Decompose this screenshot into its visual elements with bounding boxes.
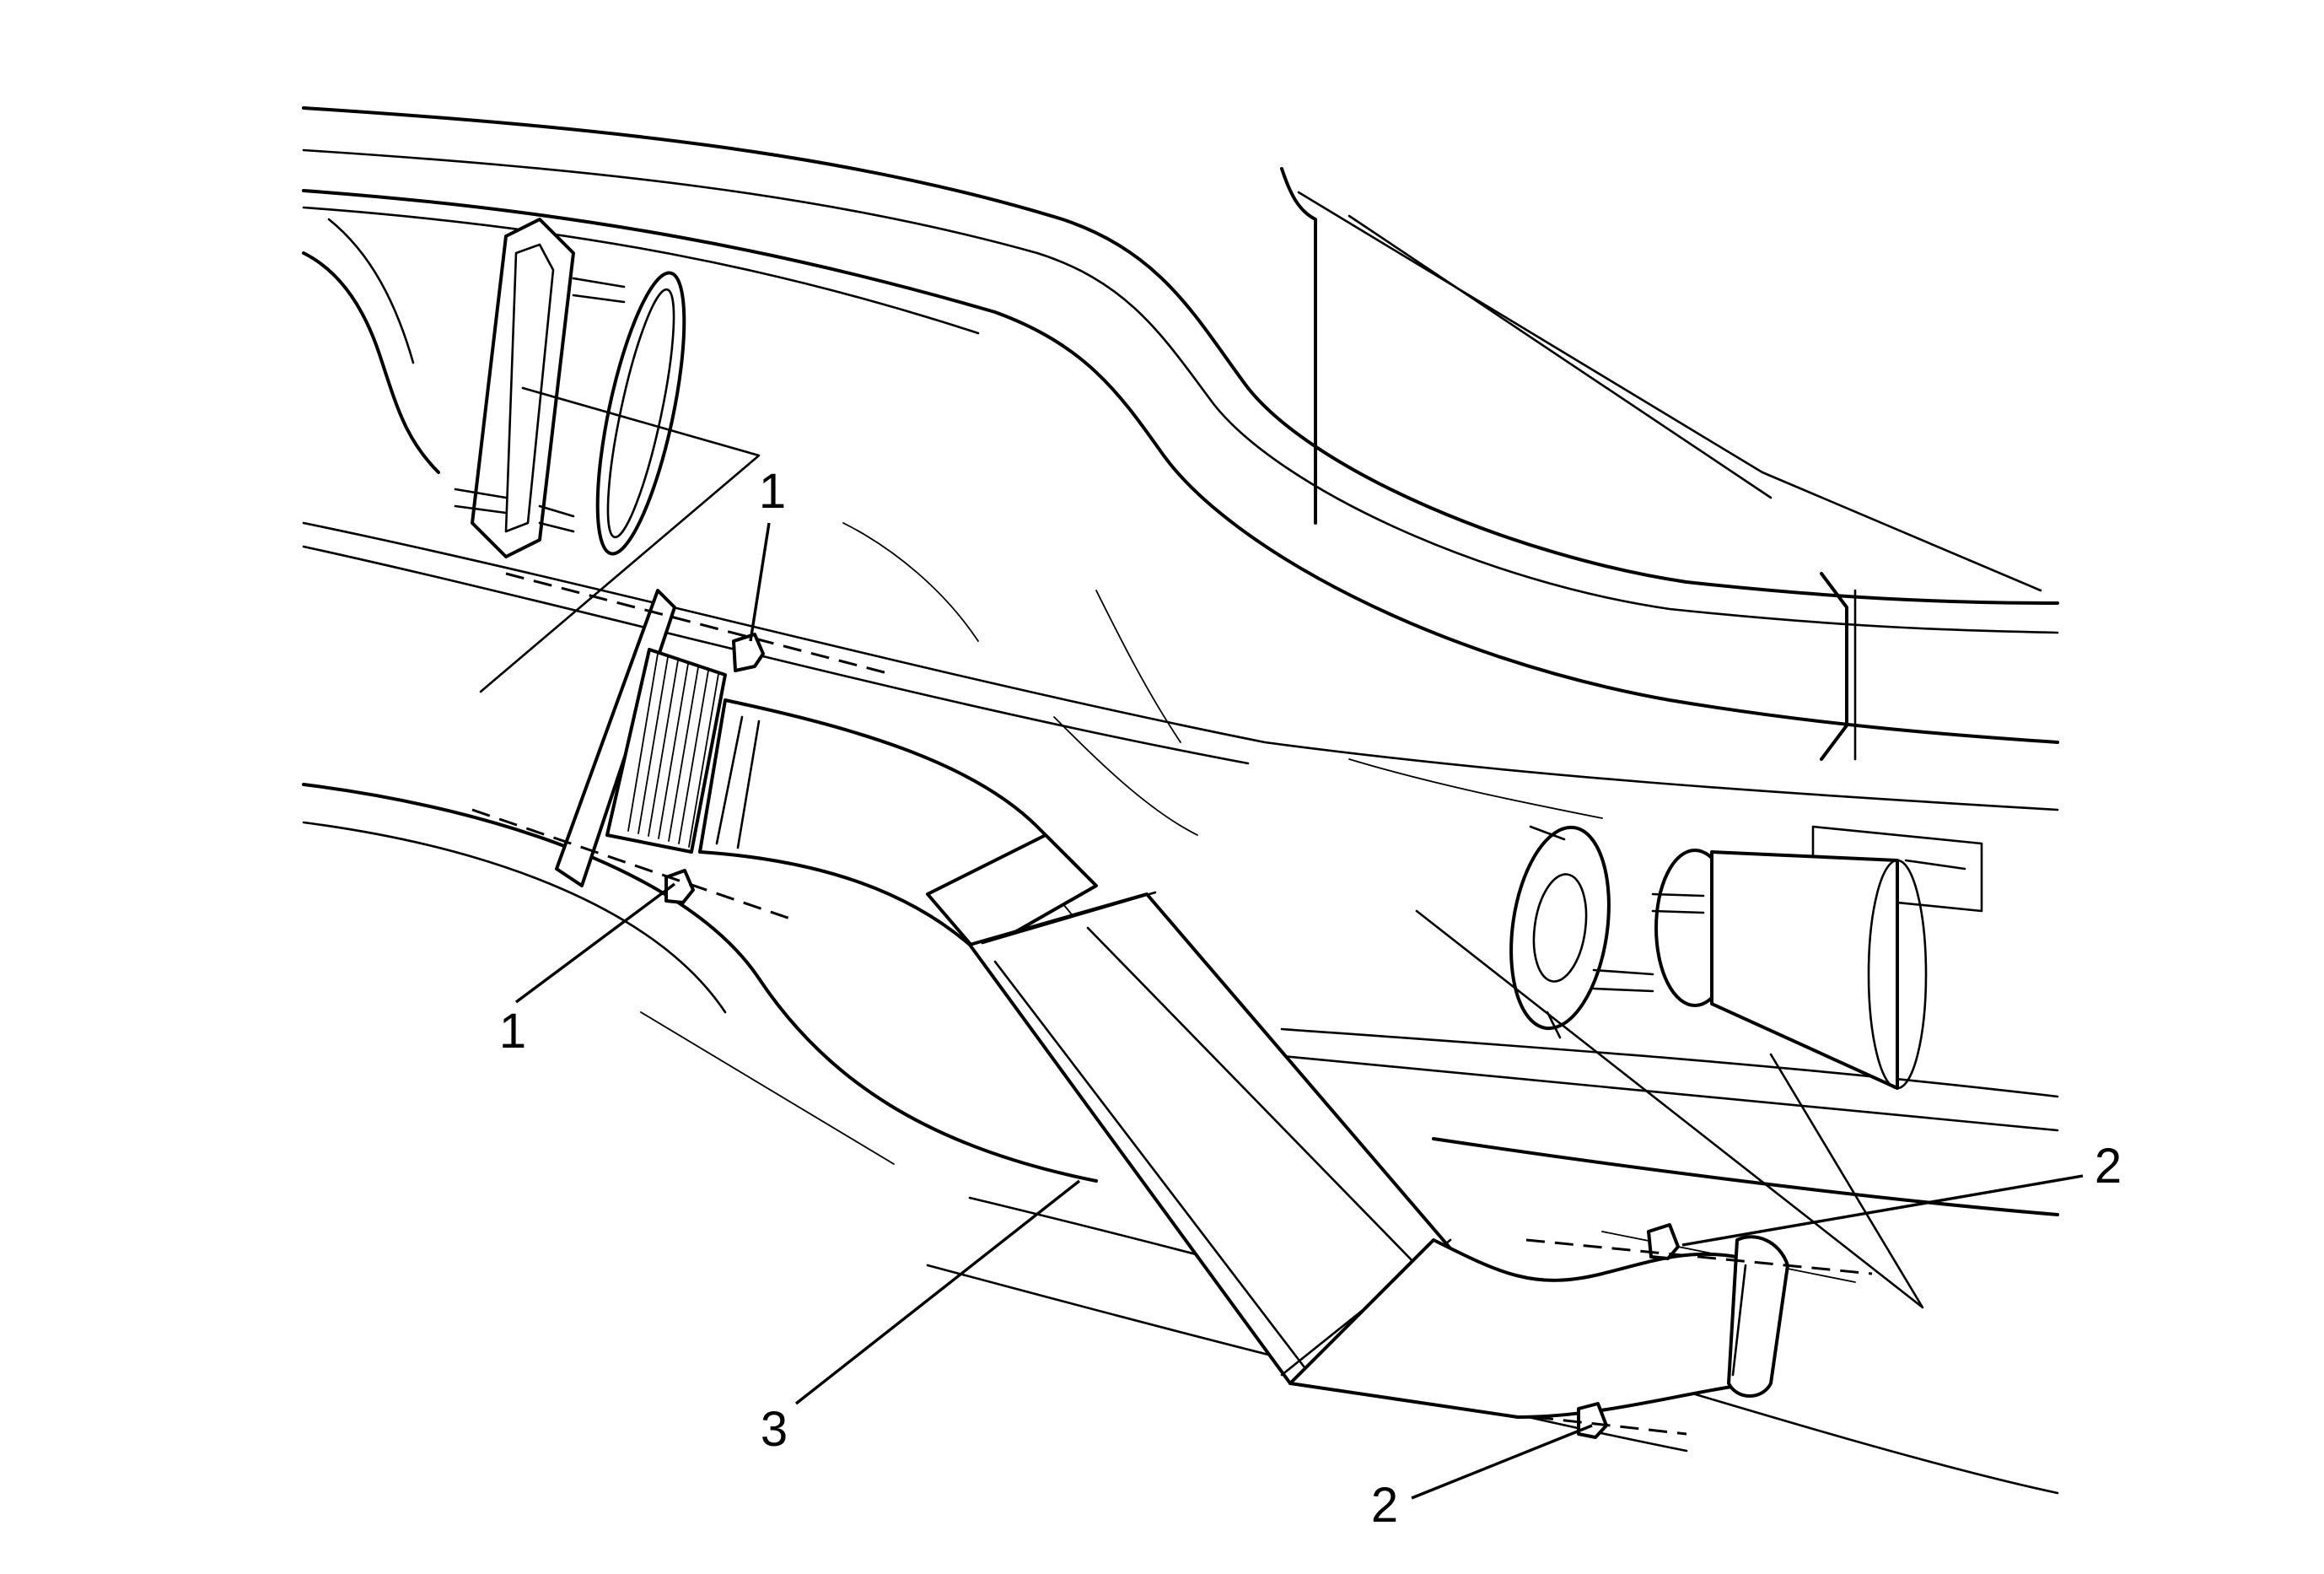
callout-3: 3 xyxy=(761,1402,788,1457)
callout-labels: 1 1 2 2 3 xyxy=(499,464,2122,1533)
fastener-centerlines xyxy=(471,572,1873,1436)
exhaust-pipe xyxy=(555,589,1789,1419)
callout-leaders xyxy=(514,522,2084,1500)
leader-c3 xyxy=(794,1179,1081,1405)
leader-c1-top xyxy=(749,522,771,642)
leader-c1-bottom xyxy=(514,882,676,1004)
callout-2-top: 2 xyxy=(2095,1139,2122,1194)
callout-1-top: 1 xyxy=(759,464,786,519)
manifold-flange-assembly xyxy=(302,218,761,693)
callout-2-bottom: 2 xyxy=(1371,1478,1398,1533)
callout-1-bottom: 1 xyxy=(499,1004,526,1059)
leader-c2-top xyxy=(1681,1174,2084,1247)
rear-flange-assembly xyxy=(1415,825,1928,1309)
leader-c2-bottom xyxy=(1411,1424,1593,1500)
